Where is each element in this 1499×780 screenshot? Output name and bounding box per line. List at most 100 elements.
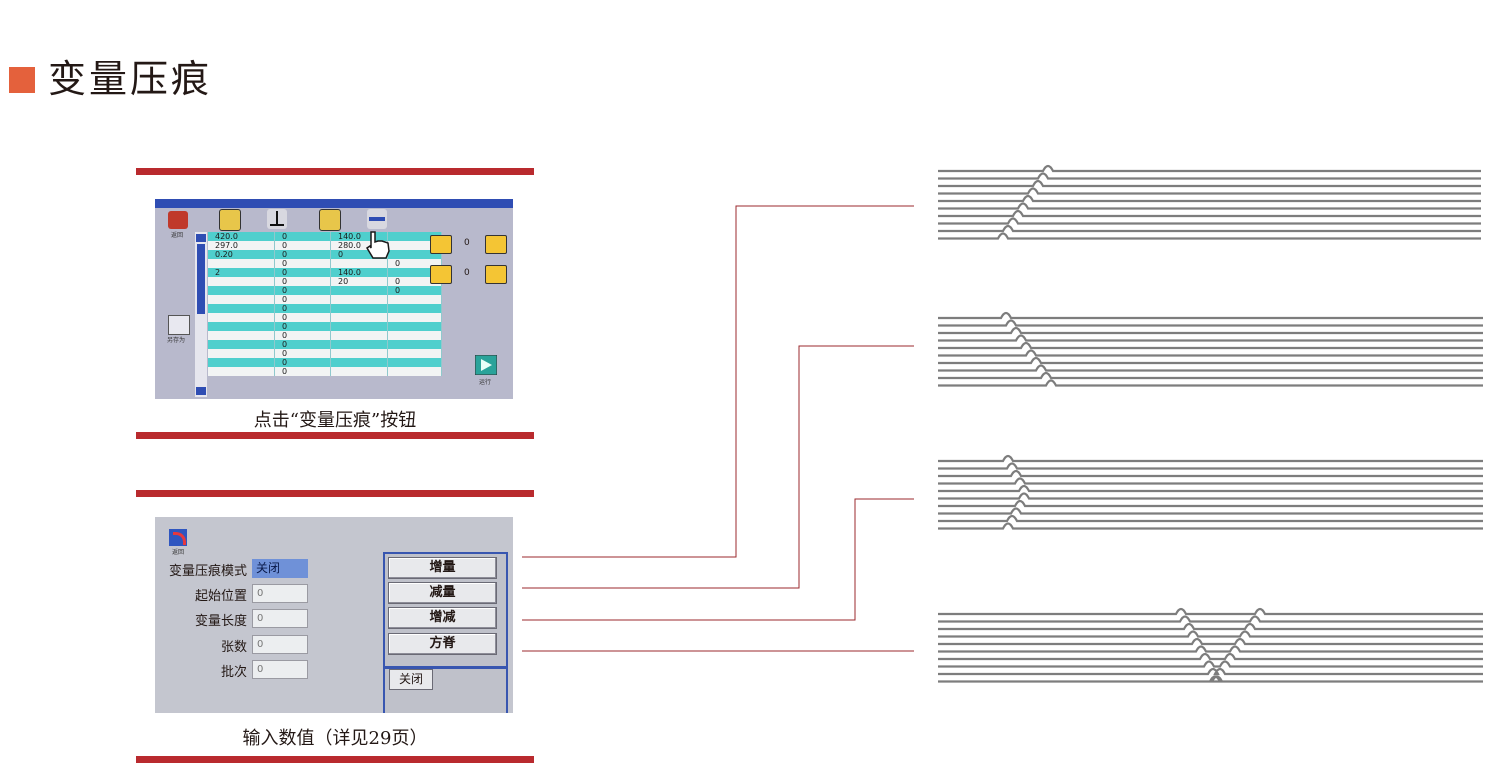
variable-crease-icon[interactable] — [367, 209, 387, 229]
table-row[interactable]: 0 — [208, 322, 442, 331]
table-cell[interactable] — [387, 313, 442, 322]
table-cell[interactable] — [208, 322, 275, 331]
table-cell[interactable]: 140.0 — [330, 232, 388, 241]
table-cell[interactable] — [330, 313, 388, 322]
table-cell[interactable]: 0 — [274, 313, 331, 322]
table-cell[interactable] — [387, 340, 442, 349]
table-cell[interactable] — [330, 322, 388, 331]
table-scrollbar[interactable] — [195, 232, 207, 397]
table-row[interactable]: 0 — [208, 304, 442, 313]
shift-left-button-2[interactable] — [430, 265, 452, 284]
table-cell[interactable]: 420.0 — [208, 232, 275, 241]
table-cell[interactable] — [330, 367, 388, 376]
table-cell[interactable]: 20 — [330, 277, 388, 286]
table-cell[interactable] — [330, 331, 388, 340]
table-row[interactable]: 0 — [208, 367, 442, 376]
table-row[interactable]: 0 — [208, 313, 442, 322]
table-cell[interactable]: 2 — [208, 268, 275, 277]
table-cell[interactable]: 0.20 — [208, 250, 275, 259]
start-position-input[interactable]: 0 — [252, 584, 308, 603]
table-row[interactable]: 0 — [208, 349, 442, 358]
table-cell[interactable]: 140.0 — [330, 268, 388, 277]
document-icon[interactable] — [219, 209, 241, 231]
table-cell[interactable]: 0 — [274, 241, 331, 250]
table-cell[interactable]: 0 — [274, 331, 331, 340]
run-play-icon[interactable] — [475, 355, 497, 375]
table-cell[interactable]: 0 — [274, 349, 331, 358]
close-button[interactable]: 关闭 — [389, 669, 433, 690]
mode-select[interactable]: 关闭 — [252, 559, 308, 578]
table-cell[interactable] — [208, 358, 275, 367]
increase-decrease-button[interactable]: 增减 — [388, 607, 497, 629]
sheet-count-input[interactable]: 0 — [252, 635, 308, 654]
table-cell[interactable]: 297.0 — [208, 241, 275, 250]
table-cell[interactable]: 0 — [274, 358, 331, 367]
table-cell[interactable] — [330, 340, 388, 349]
table-cell[interactable] — [330, 349, 388, 358]
table-cell[interactable]: 0 — [274, 295, 331, 304]
table-cell[interactable] — [387, 250, 442, 259]
table-cell[interactable] — [387, 331, 442, 340]
table-cell[interactable] — [330, 286, 388, 295]
table-cell[interactable]: 0 — [274, 232, 331, 241]
table-cell[interactable]: 0 — [274, 322, 331, 331]
table-cell[interactable]: 0 — [274, 304, 331, 313]
table-cell[interactable]: 0 — [387, 286, 442, 295]
table-row[interactable]: 0 — [208, 340, 442, 349]
return-icon[interactable] — [169, 529, 187, 546]
scroll-thumb[interactable] — [197, 244, 205, 314]
table-row[interactable]: 0 — [208, 331, 442, 340]
table-cell[interactable] — [330, 304, 388, 313]
variable-length-input[interactable]: 0 — [252, 609, 308, 628]
table-cell[interactable] — [208, 259, 275, 268]
table-cell[interactable] — [208, 295, 275, 304]
batch-input[interactable]: 0 — [252, 660, 308, 679]
table-cell[interactable] — [330, 295, 388, 304]
table-cell[interactable] — [330, 259, 388, 268]
table-cell[interactable]: 0 — [274, 367, 331, 376]
table-row[interactable]: 0 — [208, 358, 442, 367]
table-cell[interactable] — [330, 358, 388, 367]
increase-button[interactable]: 增量 — [388, 557, 497, 579]
save-as-icon[interactable] — [168, 315, 190, 335]
table-cell[interactable]: 0 — [387, 259, 442, 268]
table-cell[interactable] — [208, 349, 275, 358]
table-cell[interactable] — [208, 367, 275, 376]
table-cell[interactable] — [387, 304, 442, 313]
table-cell[interactable] — [387, 358, 442, 367]
scroll-up-arrow-icon[interactable] — [196, 234, 206, 242]
shift-right-button-2[interactable] — [485, 265, 507, 284]
table-cell[interactable] — [208, 331, 275, 340]
table-row[interactable]: 0 — [208, 295, 442, 304]
table-cell[interactable]: 0 — [274, 268, 331, 277]
decrease-button[interactable]: 减量 — [388, 582, 497, 604]
tool-icon[interactable] — [319, 209, 341, 231]
crease-position-icon[interactable] — [267, 209, 287, 229]
table-cell[interactable]: 0 — [274, 286, 331, 295]
table-cell[interactable] — [208, 286, 275, 295]
table-cell[interactable] — [387, 322, 442, 331]
return-icon[interactable] — [168, 211, 188, 229]
scroll-down-arrow-icon[interactable] — [196, 387, 206, 395]
shift-right-button-1[interactable] — [485, 235, 507, 254]
table-cell[interactable] — [208, 304, 275, 313]
shift-left-button-1[interactable] — [430, 235, 452, 254]
table-cell[interactable] — [208, 277, 275, 286]
table-cell[interactable]: 0 — [274, 277, 331, 286]
table-cell[interactable]: 0 — [274, 340, 331, 349]
table-cell[interactable] — [208, 340, 275, 349]
table-cell[interactable] — [387, 367, 442, 376]
square-ridge-button[interactable]: 方脊 — [388, 633, 497, 655]
table-cell[interactable] — [208, 313, 275, 322]
table-cell[interactable]: 0 — [274, 259, 331, 268]
table-cell[interactable]: 0 — [274, 250, 331, 259]
table-cell[interactable] — [387, 349, 442, 358]
table-cell[interactable] — [387, 295, 442, 304]
